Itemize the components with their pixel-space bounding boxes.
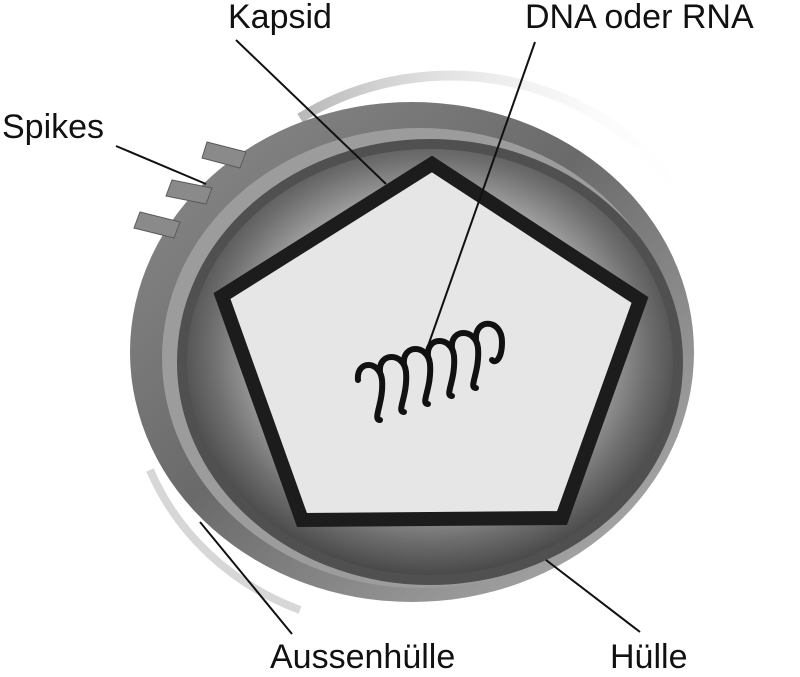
spike	[133, 211, 181, 239]
spikes-group	[133, 141, 247, 239]
label-outer-envelope: Aussenhülle	[270, 638, 455, 676]
leader-line-outer-envelope	[199, 521, 293, 635]
label-envelope: Hülle	[610, 638, 687, 676]
leader-lines	[115, 39, 641, 635]
spike	[201, 141, 247, 169]
leader-line-kapsid	[235, 39, 387, 185]
spike	[165, 179, 213, 205]
outer-envelope-fade-arc-top	[297, 70, 705, 233]
leader-line-nucleic-acid	[427, 41, 536, 347]
nucleic-acid-coil	[354, 320, 506, 423]
leader-line-spikes	[115, 145, 207, 185]
label-kapsid: Kapsid	[228, 0, 332, 36]
leader-line-envelope	[545, 559, 641, 633]
label-spikes: Spikes	[2, 108, 104, 146]
label-nucleic-acid: DNA oder RNA	[525, 0, 754, 36]
outer-envelope-fade-arc-bottom	[146, 468, 302, 614]
